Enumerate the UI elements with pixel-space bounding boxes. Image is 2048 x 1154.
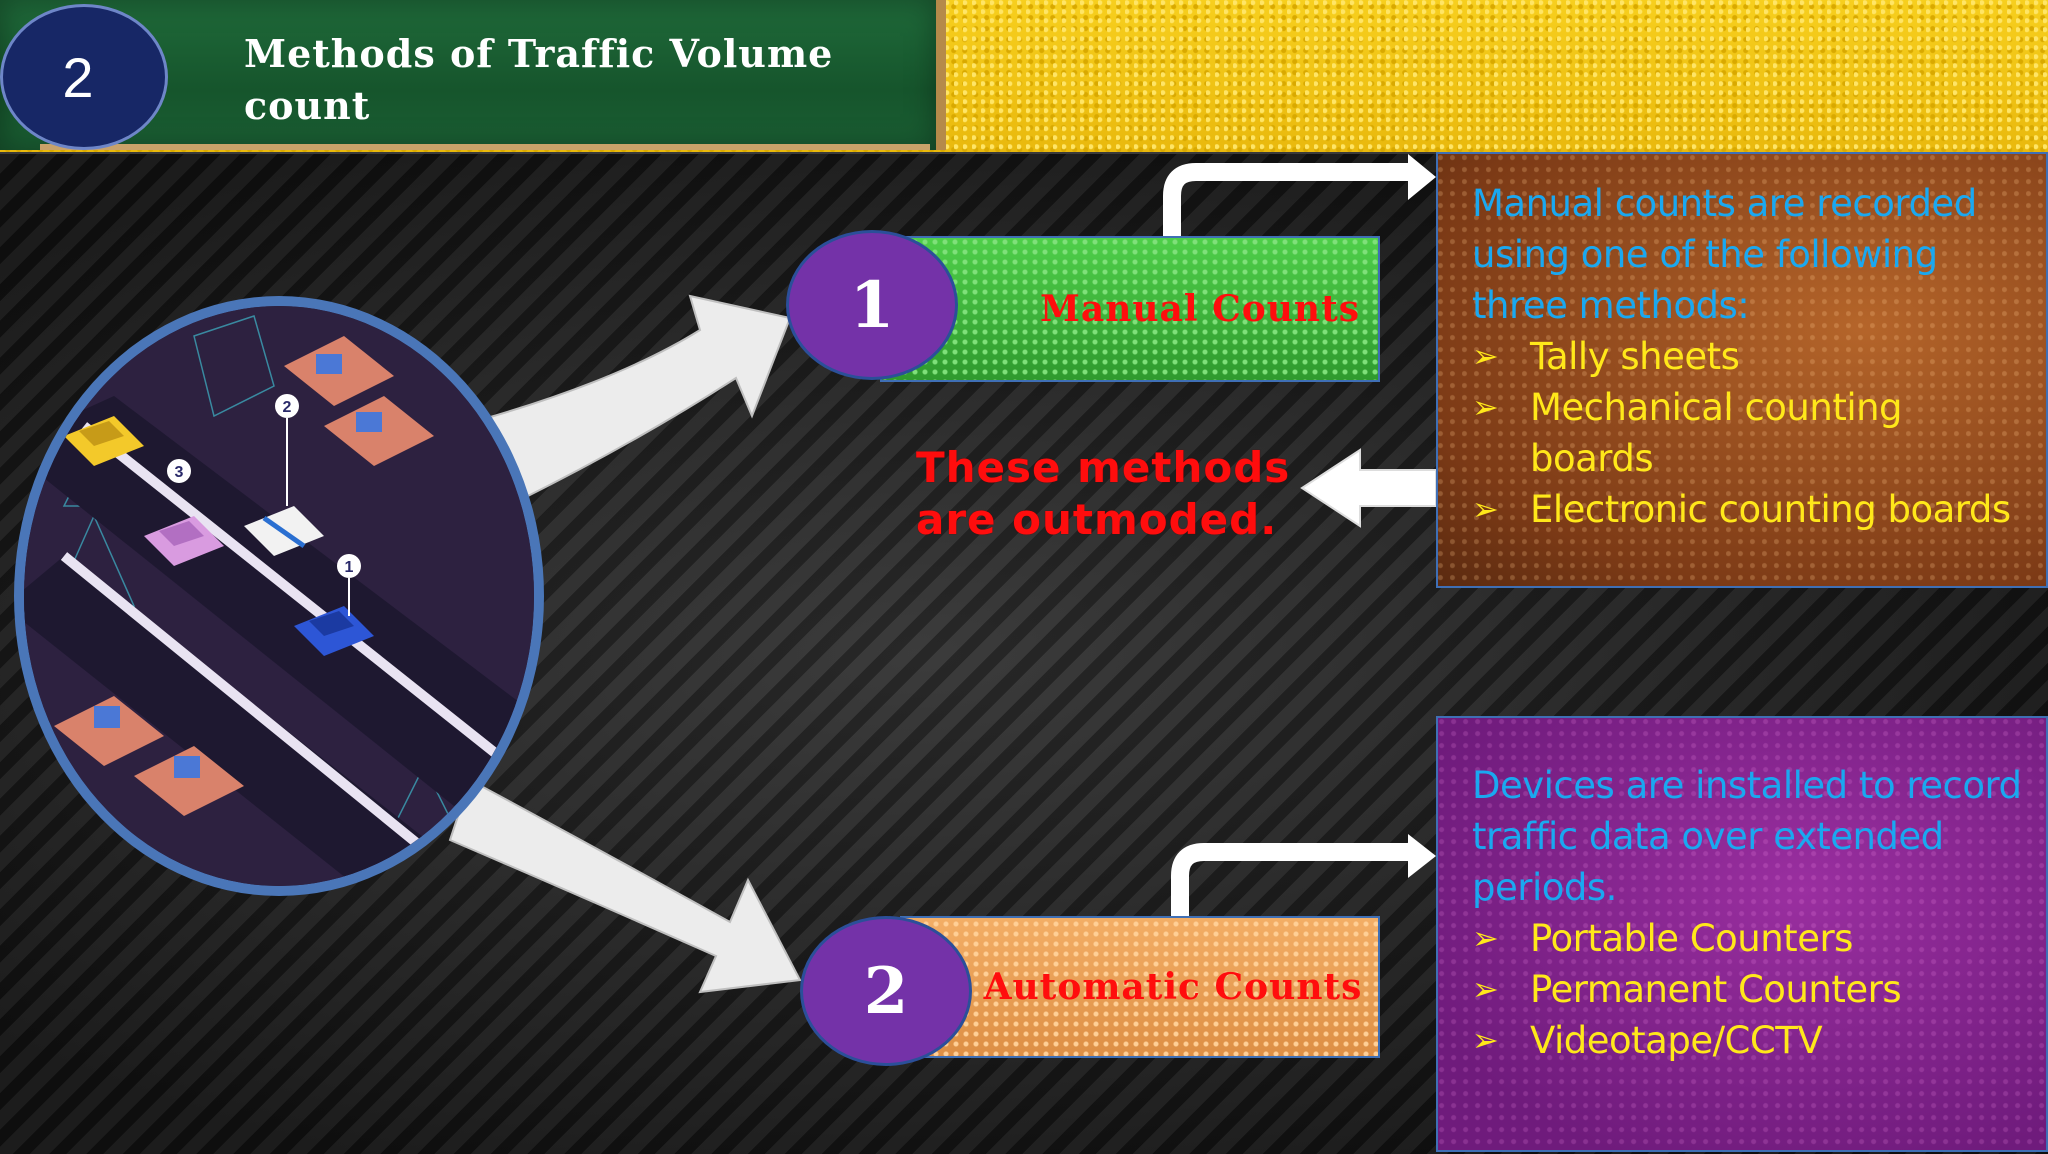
svg-text:1: 1	[345, 559, 354, 576]
method-number-1: 1	[786, 230, 958, 380]
car-blue	[294, 606, 374, 656]
list-item-text: Permanent Counters	[1530, 968, 1902, 1011]
ribbon-arrow-automatic	[448, 778, 802, 994]
chalkboard-title-box: Methods of Traffic Volume count	[0, 0, 946, 150]
arrow-bullet-icon: ➢	[1472, 919, 1499, 957]
automatic-panel-intro: Devices are installed to record traffic …	[1472, 764, 2022, 909]
svg-text:2: 2	[283, 399, 292, 416]
manual-methods-panel: Manual counts are recorded using one of …	[1436, 152, 2048, 588]
arrow-bullet-icon: ➢	[1472, 970, 1499, 1008]
list-item: ➢ Tally sheets	[1472, 331, 2026, 382]
elbow-arrowhead-automatic	[1408, 834, 1436, 878]
arrow-bullet-icon: ➢	[1472, 1021, 1499, 1059]
list-item-text: Electronic counting boards	[1530, 488, 2011, 531]
car-pink	[144, 516, 224, 566]
list-item-text: Tally sheets	[1530, 335, 1740, 378]
elbow-arrow-manual	[1163, 163, 1410, 236]
list-item-text: Portable Counters	[1530, 917, 1853, 960]
list-item: ➢ Videotape/CCTV	[1472, 1015, 2026, 1066]
manual-counts-bar: Manual Counts	[880, 236, 1380, 382]
slide-title: Methods of Traffic Volume count	[244, 31, 834, 128]
automatic-methods-panel: Devices are installed to record traffic …	[1436, 716, 2048, 1152]
slide-number-badge: 2	[0, 4, 168, 150]
manual-methods-list: ➢ Tally sheets ➢ Mechanical counting boa…	[1472, 331, 2026, 535]
list-item: ➢ Mechanical counting boards	[1472, 382, 2026, 484]
list-item: ➢ Portable Counters	[1472, 913, 2026, 964]
car-yellow	[64, 416, 144, 466]
list-item: ➢ Electronic counting boards	[1472, 484, 2026, 535]
left-arrow-note	[1300, 448, 1437, 528]
arrow-bullet-icon: ➢	[1472, 490, 1499, 528]
chalk-tray	[40, 144, 930, 150]
header-band: Methods of Traffic Volume count 2	[0, 0, 2048, 152]
automatic-methods-list: ➢ Portable Counters ➢ Permanent Counters…	[1472, 913, 2026, 1066]
arrow-bullet-icon: ➢	[1472, 337, 1499, 375]
automatic-counts-label: Automatic Counts	[983, 966, 1363, 1008]
manual-counts-label: Manual Counts	[1040, 288, 1360, 330]
ribbon-arrow-manual	[478, 294, 792, 502]
arrow-bullet-icon: ➢	[1472, 388, 1499, 426]
list-item-text: Mechanical counting boards	[1530, 386, 1903, 480]
car-white	[244, 506, 324, 556]
svg-text:3: 3	[175, 464, 184, 481]
isometric-road-scene: 2 3 1	[24, 306, 534, 886]
list-item-text: Videotape/CCTV	[1530, 1019, 1823, 1062]
outmoded-note: These methods are outmoded.	[916, 442, 1296, 546]
traffic-counting-illustration: 2 3 1	[14, 296, 544, 896]
list-item: ➢ Permanent Counters	[1472, 964, 2026, 1015]
method-number-2: 2	[800, 916, 972, 1066]
elbow-arrow-automatic	[1171, 843, 1410, 916]
automatic-counts-bar: Automatic Counts	[900, 916, 1380, 1058]
outmoded-note-text: These methods are outmoded.	[916, 443, 1291, 544]
elbow-arrowhead-manual	[1408, 154, 1436, 200]
manual-panel-intro: Manual counts are recorded using one of …	[1472, 182, 1977, 327]
